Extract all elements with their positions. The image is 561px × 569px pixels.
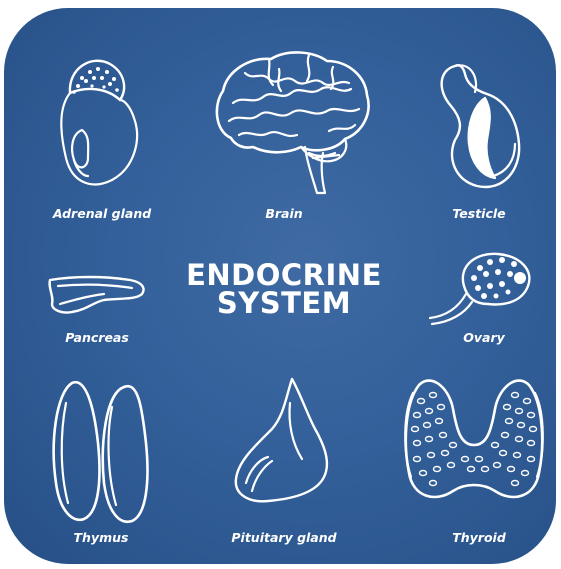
thyroid-icon [399, 373, 549, 513]
endocrine-system-card: ENDOCRINE SYSTEM Adrenal gland Brain [4, 8, 556, 564]
title-line-1: ENDOCRINE [174, 261, 394, 289]
testicle-icon [429, 48, 529, 198]
pancreas-icon [44, 270, 149, 320]
brain-icon [209, 43, 374, 198]
thymus-icon [46, 373, 156, 528]
thymus-label: Thymus [56, 530, 146, 545]
ovary-icon [424, 246, 534, 336]
adrenal-gland-icon [52, 48, 142, 198]
adrenal-gland-label: Adrenal gland [42, 206, 162, 221]
ovary-label: Ovary [444, 330, 524, 345]
thyroid-label: Thyroid [429, 530, 529, 545]
title-line-2: SYSTEM [174, 289, 394, 317]
pancreas-label: Pancreas [42, 330, 152, 345]
brain-label: Brain [244, 206, 324, 221]
page-title: ENDOCRINE SYSTEM [174, 261, 394, 317]
testicle-label: Testicle [429, 206, 529, 221]
pituitary-gland-label: Pituitary gland [214, 530, 354, 545]
pituitary-gland-icon [232, 373, 332, 508]
